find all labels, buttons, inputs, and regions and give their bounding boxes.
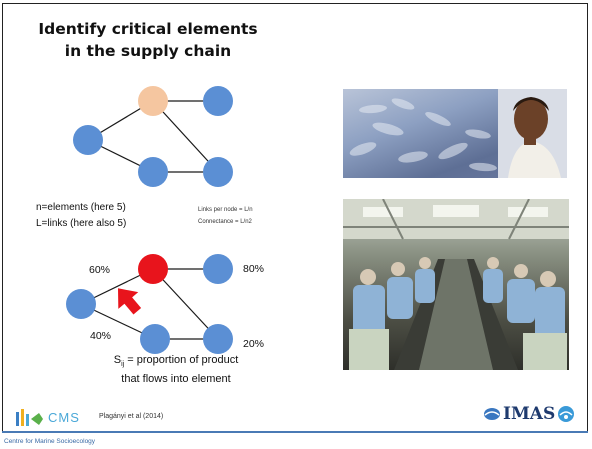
imas-right-mark-icon	[558, 406, 575, 422]
percent-label: 20%	[243, 338, 265, 350]
node	[203, 254, 233, 284]
node-highlighted	[138, 86, 168, 116]
institution-name: Centre for Marine Socioecology	[4, 438, 96, 445]
imas-logo-icon: IMAS	[483, 404, 575, 424]
edge	[152, 100, 219, 173]
imas-left-mark-icon	[484, 408, 500, 420]
citation: Plagányi et al (2014)	[99, 413, 164, 420]
factory-image	[343, 199, 569, 370]
cms-logo-icon: CMS	[15, 407, 80, 427]
percent-label: 40%	[90, 330, 112, 342]
definition-l: L=links (here also 5)	[36, 218, 127, 229]
node	[203, 157, 233, 187]
node	[66, 289, 96, 319]
s-symbol: S	[113, 354, 122, 366]
network-bottom	[66, 254, 233, 354]
photo-fish-market	[343, 89, 567, 178]
node-critical	[138, 254, 168, 284]
node	[73, 125, 103, 155]
percent-label: 60%	[89, 264, 111, 276]
note-line-1: = proportion of product	[124, 354, 239, 366]
cms-logo-text: CMS	[48, 409, 80, 425]
network-diagrams	[66, 86, 233, 354]
note-line-2: that flows into element	[121, 373, 231, 386]
red-arrow-icon	[118, 288, 142, 315]
flow-proportion-note: Sij = proportion of product that flows i…	[81, 353, 271, 387]
cms-mark-icon	[16, 409, 43, 426]
network-top	[73, 86, 233, 187]
node	[138, 157, 168, 187]
formula-links-per-node: Links per node = L/n	[198, 207, 253, 213]
node	[203, 324, 233, 354]
percent-label: 80%	[243, 263, 265, 275]
node	[203, 86, 233, 116]
slide: Identify critical elements in the supply…	[2, 3, 588, 432]
photo-processing-factory	[343, 199, 569, 370]
s-subscript: ij	[121, 361, 125, 369]
edge	[152, 268, 219, 340]
slide-title: Identify critical elements in the supply…	[23, 18, 273, 62]
footer-rule	[2, 431, 588, 433]
title-line-1: Identify critical elements	[38, 20, 258, 38]
node	[140, 324, 170, 354]
title-line-2: in the supply chain	[64, 42, 232, 60]
imas-logo-text: IMAS	[503, 404, 556, 424]
fish-market-image	[349, 89, 567, 178]
formula-connectance: Connectance = L/n2	[198, 219, 252, 225]
definition-n: n=elements (here 5)	[36, 202, 126, 213]
